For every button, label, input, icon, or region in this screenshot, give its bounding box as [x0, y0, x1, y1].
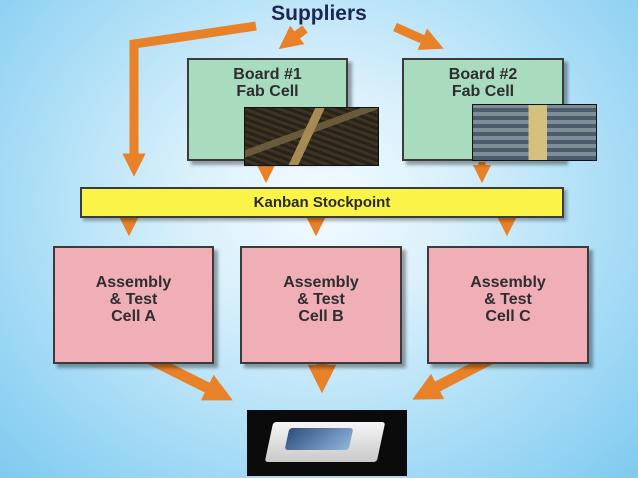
- arrow-suppliers-to-board1: [278, 25, 308, 50]
- board-1-fab-cell-label: Board #1 Fab Cell: [233, 66, 302, 100]
- arrow-suppliers-to-stockpoint: [122, 21, 257, 177]
- board-1-circuit-photo: [244, 107, 379, 166]
- assembly-cell-b: Assembly & Test Cell B: [240, 246, 402, 364]
- assembly-cell-c-label: Assembly & Test Cell C: [470, 274, 546, 325]
- boxed-phone-photo: [247, 410, 407, 476]
- board-2-circuit-photo: [472, 104, 597, 161]
- kanban-stockpoint: Kanban Stockpoint: [80, 187, 564, 218]
- arrow-suppliers-to-board2: [393, 22, 444, 50]
- assembly-cell-a-label: Assembly & Test Cell A: [95, 274, 172, 325]
- assembly-cell-c: Assembly & Test Cell C: [427, 246, 589, 364]
- board-2-fab-cell-label: Board #2 Fab Cell: [448, 66, 518, 100]
- assembly-cell-a: Assembly & Test Cell A: [53, 246, 214, 364]
- assembly-cell-b-label: Assembly & Test Cell B: [283, 274, 359, 325]
- product-phone-screen: [284, 428, 354, 450]
- suppliers-title: Suppliers: [271, 2, 367, 25]
